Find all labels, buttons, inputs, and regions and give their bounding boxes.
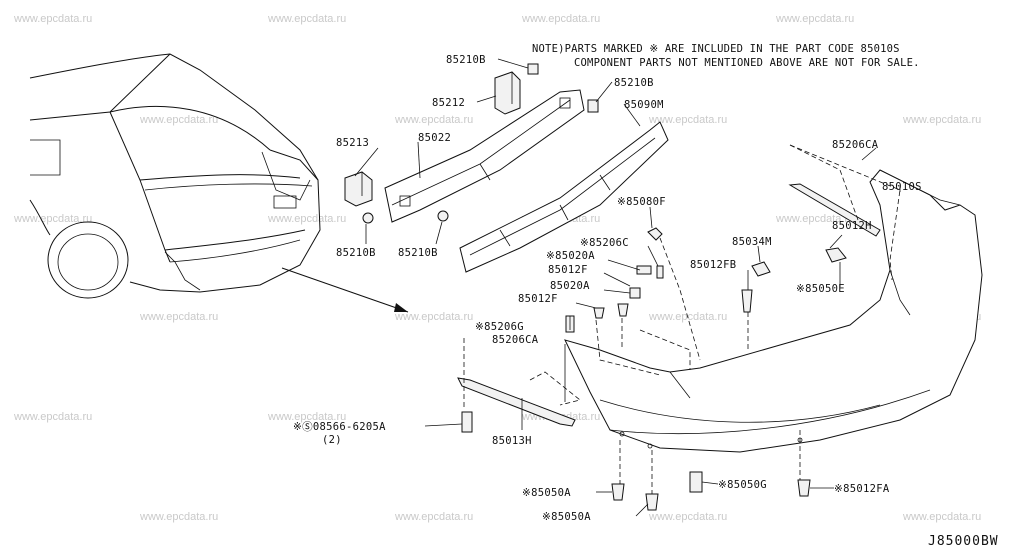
watermark: www.epcdata.ru: [13, 13, 92, 25]
label-85013h[interactable]: 85013H: [492, 435, 532, 447]
bracket-85213: [344, 171, 373, 207]
label-85080f[interactable]: ※85080F: [617, 196, 666, 208]
clip-85210b-icon: [527, 63, 539, 75]
watermark: www.epcdata.ru: [267, 411, 346, 423]
label-85020a[interactable]: 85020A: [550, 280, 590, 292]
watermark: www.epcdata.ru: [139, 114, 218, 126]
reinforcement-85022: [384, 89, 585, 223]
label-85012h[interactable]: 85012H: [832, 220, 872, 232]
bumper-fascia-85010s: [564, 169, 983, 453]
watermark: www.epcdata.ru: [139, 311, 218, 323]
clip-85210b-icon: [587, 99, 599, 113]
part-labels: 85210B 85212 85210B 85090M 85213 85022 8…: [293, 54, 922, 523]
watermark: www.epcdata.ru: [775, 13, 854, 25]
bracket-85212: [494, 71, 521, 115]
label-85050a[interactable]: ※85050A: [542, 511, 591, 523]
label-85090m[interactable]: 85090M: [624, 99, 664, 111]
clip-85050e-icon: [825, 247, 847, 263]
label-85034m[interactable]: 85034M: [732, 236, 772, 248]
clip-85210b-icon: [362, 212, 374, 224]
watermark: www.epcdata.ru: [139, 511, 218, 523]
watermark: www.epcdata.ru: [13, 411, 92, 423]
label-85012fa[interactable]: ※85012FA: [834, 483, 890, 495]
label-85206g[interactable]: ※85206G: [475, 321, 524, 333]
label-85022[interactable]: 85022: [418, 132, 451, 144]
leader-lines: [354, 58, 901, 517]
label-quantity: (2): [322, 434, 342, 446]
label-85206c[interactable]: ※85206C: [580, 237, 629, 249]
label-85206ca[interactable]: 85206CA: [492, 334, 539, 346]
watermark: www.epcdata.ru: [902, 511, 981, 523]
watermark: www.epcdata.ru: [267, 13, 346, 25]
label-85020a[interactable]: ※85020A: [546, 250, 595, 262]
absorber-85090m: [459, 121, 669, 273]
label-85213[interactable]: 85213: [336, 137, 369, 149]
label-85010s[interactable]: 85010S: [882, 181, 922, 193]
watermark: www.epcdata.ru: [902, 114, 981, 126]
note-line-2: COMPONENT PARTS NOT MENTIONED ABOVE ARE …: [574, 57, 920, 69]
label-85012fb[interactable]: 85012FB: [690, 259, 736, 271]
bracket-85206ca-icon: [788, 183, 881, 237]
assembly-guides: [463, 144, 901, 494]
note-line-1: NOTE)PARTS MARKED ※ ARE INCLUDED IN THE …: [532, 43, 900, 55]
watermark: www.epcdata.ru: [521, 13, 600, 25]
label-85012f[interactable]: 85012F: [518, 293, 558, 305]
watermark: www.epcdata.ru: [775, 213, 854, 225]
watermark: www.epcdata.ru: [267, 213, 346, 225]
car-rear-illustration: [29, 53, 409, 313]
label-85210b[interactable]: 85210B: [446, 54, 486, 66]
label-85210b[interactable]: 85210B: [336, 247, 376, 259]
clip-85210b-icon: [437, 210, 449, 222]
watermarks: www.epcdata.ru www.epcdata.ru www.epcdat…: [13, 13, 981, 523]
label-85212[interactable]: 85212: [432, 97, 465, 109]
label-85050g[interactable]: ※85050G: [718, 479, 767, 491]
label-85050a[interactable]: ※85050A: [522, 487, 571, 499]
bracket-85034m-icon: [751, 261, 771, 277]
label-85206ca[interactable]: 85206CA: [832, 139, 879, 151]
watermark: www.epcdata.ru: [648, 114, 727, 126]
label-85210b[interactable]: 85210B: [398, 247, 438, 259]
label-85210b[interactable]: 85210B: [614, 77, 654, 89]
watermark: www.epcdata.ru: [394, 311, 473, 323]
fasteners: [461, 227, 811, 511]
watermark: www.epcdata.ru: [648, 511, 727, 523]
label-08566-6205a[interactable]: ※Ⓢ08566-6205A: [293, 421, 386, 433]
watermark: www.epcdata.ru: [394, 114, 473, 126]
diagram-code: J85000BW: [928, 534, 999, 549]
retainer-85013h: [457, 377, 576, 427]
label-85012f[interactable]: 85012F: [548, 264, 588, 276]
watermark: www.epcdata.ru: [394, 511, 473, 523]
label-85050e[interactable]: ※85050E: [796, 283, 845, 295]
watermark: www.epcdata.ru: [13, 213, 92, 225]
